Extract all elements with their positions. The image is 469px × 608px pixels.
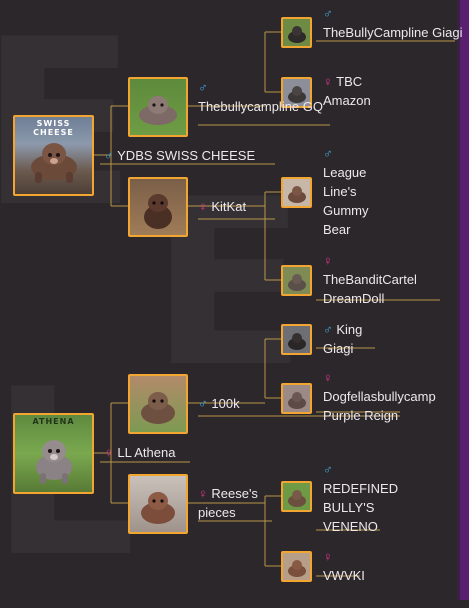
male-symbol-icon: ♂ [323,462,333,477]
dog-silhouette-icon [287,391,306,409]
dog-silhouette-icon [287,559,306,577]
male-symbol-icon: ♂ [198,80,208,95]
dog-photo-king-giagi[interactable] [281,324,312,355]
dog-name-swiss-cheese[interactable]: ♂ YDBS SWISS CHEESE [104,146,255,165]
dog-name-text: League Line's Gummy Bear [323,165,369,237]
dog-photo-league-lines-gummy-bear[interactable] [281,177,312,208]
dog-silhouette-icon [287,489,306,507]
female-symbol-icon: ♀ [323,74,333,89]
dog-silhouette-icon [35,439,72,484]
female-symbol-icon: ♀ [323,370,333,385]
dog-silhouette-icon [144,194,172,230]
dog-silhouette-icon [30,142,77,183]
female-symbol-icon: ♀ [104,445,114,460]
male-symbol-icon: ♂ [323,6,333,21]
female-symbol-icon: ♀ [198,199,208,214]
dog-photo-vwvki[interactable] [281,551,312,582]
dog-silhouette-icon [287,273,306,291]
dog-silhouette-icon [287,85,306,103]
dog-name-text: King Giagi [323,322,363,356]
female-symbol-icon: ♀ [323,253,333,268]
dog-silhouette-icon [141,492,175,525]
dog-name-100k[interactable]: ♂ 100k [198,394,240,413]
dog-photo-tbc-amazon[interactable] [281,77,312,108]
dog-name-redefined-bullys-veneno[interactable]: ♂ REDEFINED BULLY'S VENENO [323,460,423,536]
dog-photo-thebullycampline-giagi[interactable] [281,17,312,48]
dog-photo-swiss-cheese[interactable]: SWISS CHEESE [13,115,94,196]
dog-name-thebanditcartel-dreamdoll[interactable]: ♀ TheBanditCartel DreamDoll [323,251,443,308]
dog-photo-ll-athena[interactable]: ATHENA [13,413,94,494]
dog-name-text: REDEFINED BULLY'S VENENO [323,481,399,534]
male-symbol-icon: ♂ [198,396,208,411]
dog-silhouette-icon [287,185,306,203]
dog-silhouette-icon [287,25,306,43]
dog-name-king-giagi[interactable]: ♂ King Giagi [323,320,383,358]
dog-silhouette-icon [141,392,175,425]
dog-name-text: VWVKI [323,568,365,583]
dog-photo-reeses-pieces[interactable] [128,474,188,534]
scroll-track [457,0,460,600]
dog-name-text: Reese's pieces [198,486,258,520]
dog-name-text: 100k [211,396,240,411]
dog-name-text: TBC Amazon [323,74,371,108]
dog-name-ll-athena[interactable]: ♀ LL Athena [104,443,175,462]
male-symbol-icon: ♂ [323,146,333,161]
dog-photo-redefined-bullys-veneno[interactable] [281,481,312,512]
side-edge-bar [460,0,469,600]
photo-caption: ATHENA [32,417,75,426]
dog-name-text: KitKat [211,199,247,214]
dog-photo-thebullycampline-gq[interactable] [128,77,188,137]
female-symbol-icon: ♀ [323,549,333,564]
dog-silhouette-icon [287,332,306,350]
dog-name-text: TheBanditCartel DreamDoll [323,272,417,306]
dog-silhouette-icon [139,96,177,126]
female-symbol-icon: ♀ [198,486,208,501]
dog-name-text: Dogfellasbullycamp Purple Reign [323,389,436,423]
dog-name-text: Thebullycampline GQ [198,99,323,114]
dog-name-reeses-pieces[interactable]: ♀ Reese's pieces [198,484,270,522]
dog-photo-kitkat[interactable] [128,177,188,237]
dog-name-thebullycampline-giagi[interactable]: ♂ TheBullyCampline Giagi [323,4,463,42]
dog-photo-thebanditcartel-dreamdoll[interactable] [281,265,312,296]
photo-caption: SWISS CHEESE [33,119,74,137]
dog-name-dogfellasbullycamp-purple-reign[interactable]: ♀ Dogfellasbullycamp Purple Reign [323,368,463,425]
dog-name-text: YDBS SWISS CHEESE [117,148,256,163]
dog-name-tbc-amazon[interactable]: ♀ TBC Amazon [323,72,389,110]
dog-name-league-lines-gummy-bear[interactable]: ♂ League Line's Gummy Bear [323,144,383,239]
dog-name-kitkat[interactable]: ♀ KitKat [198,197,246,216]
dog-name-text: LL Athena [117,445,176,460]
dog-photo-dogfellasbullycamp-purple-reign[interactable] [281,383,312,414]
dog-name-vwvki[interactable]: ♀ VWVKI [323,547,383,585]
male-symbol-icon: ♂ [323,322,333,337]
dog-name-thebullycampline-gq[interactable]: ♂ Thebullycampline GQ [198,78,326,116]
dog-photo-100k[interactable] [128,374,188,434]
dog-name-text: TheBullyCampline Giagi [323,25,463,40]
male-symbol-icon: ♂ [104,148,114,163]
